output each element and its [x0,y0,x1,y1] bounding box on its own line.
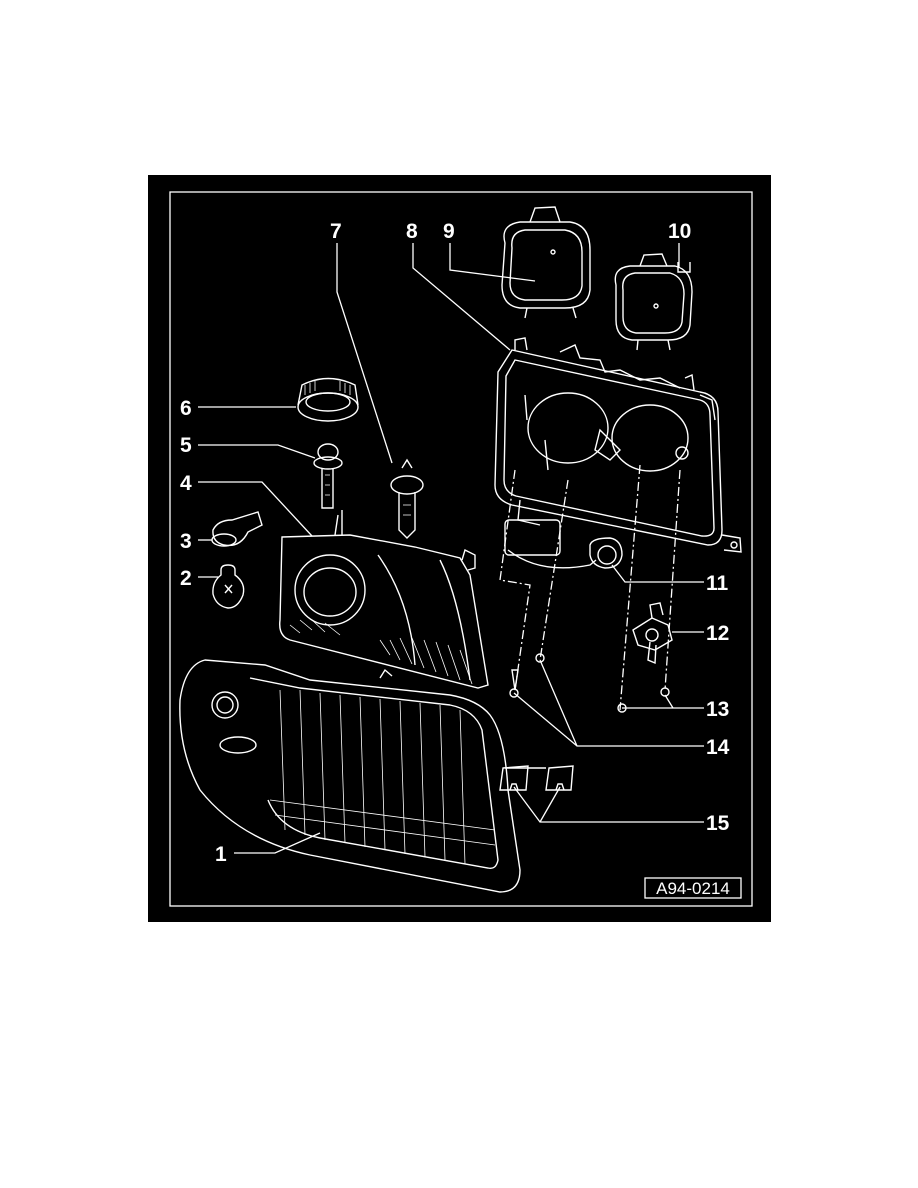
part-8-headlight-housing [494,337,742,553]
callout-6: 6 [180,397,192,420]
callout-13: 13 [706,698,729,721]
leader-lines [198,243,704,854]
callout-8: 8 [406,220,418,243]
part-15-clips [499,765,574,791]
callout-labels: 7 8 9 10 6 5 4 3 2 1 11 12 13 14 15 [180,220,730,866]
callout-12: 12 [706,622,729,645]
part-2-bulb [212,564,245,609]
part-5-bulb [313,443,343,509]
callout-4: 4 [180,472,192,495]
callout-7: 7 [330,220,342,243]
part-10-cover-cap [614,253,693,351]
part-3-socket [211,511,263,547]
callout-14: 14 [706,736,730,759]
callout-10: 10 [668,220,691,243]
screws-and-alignment [499,464,681,713]
callout-5: 5 [180,434,192,457]
callout-9: 9 [443,220,455,243]
part-6-cap-ring [297,377,359,422]
inner-frame [169,191,753,907]
diagram-panel [148,175,771,922]
part-9-cover-cap [501,206,591,319]
part-7-bulb [390,458,424,539]
callout-3: 3 [180,530,192,553]
callout-15: 15 [706,812,730,835]
callout-1: 1 [215,843,227,866]
part-11-socket [504,519,623,569]
reference-code: A94-0214 [656,879,730,898]
callout-11: 11 [706,572,729,595]
part-4-reflector [279,510,489,689]
part-1-lens [179,659,521,893]
reference-code-box: A94-0214 [644,877,742,899]
part-12-bulb-holder [632,602,673,665]
callout-2: 2 [180,567,192,590]
